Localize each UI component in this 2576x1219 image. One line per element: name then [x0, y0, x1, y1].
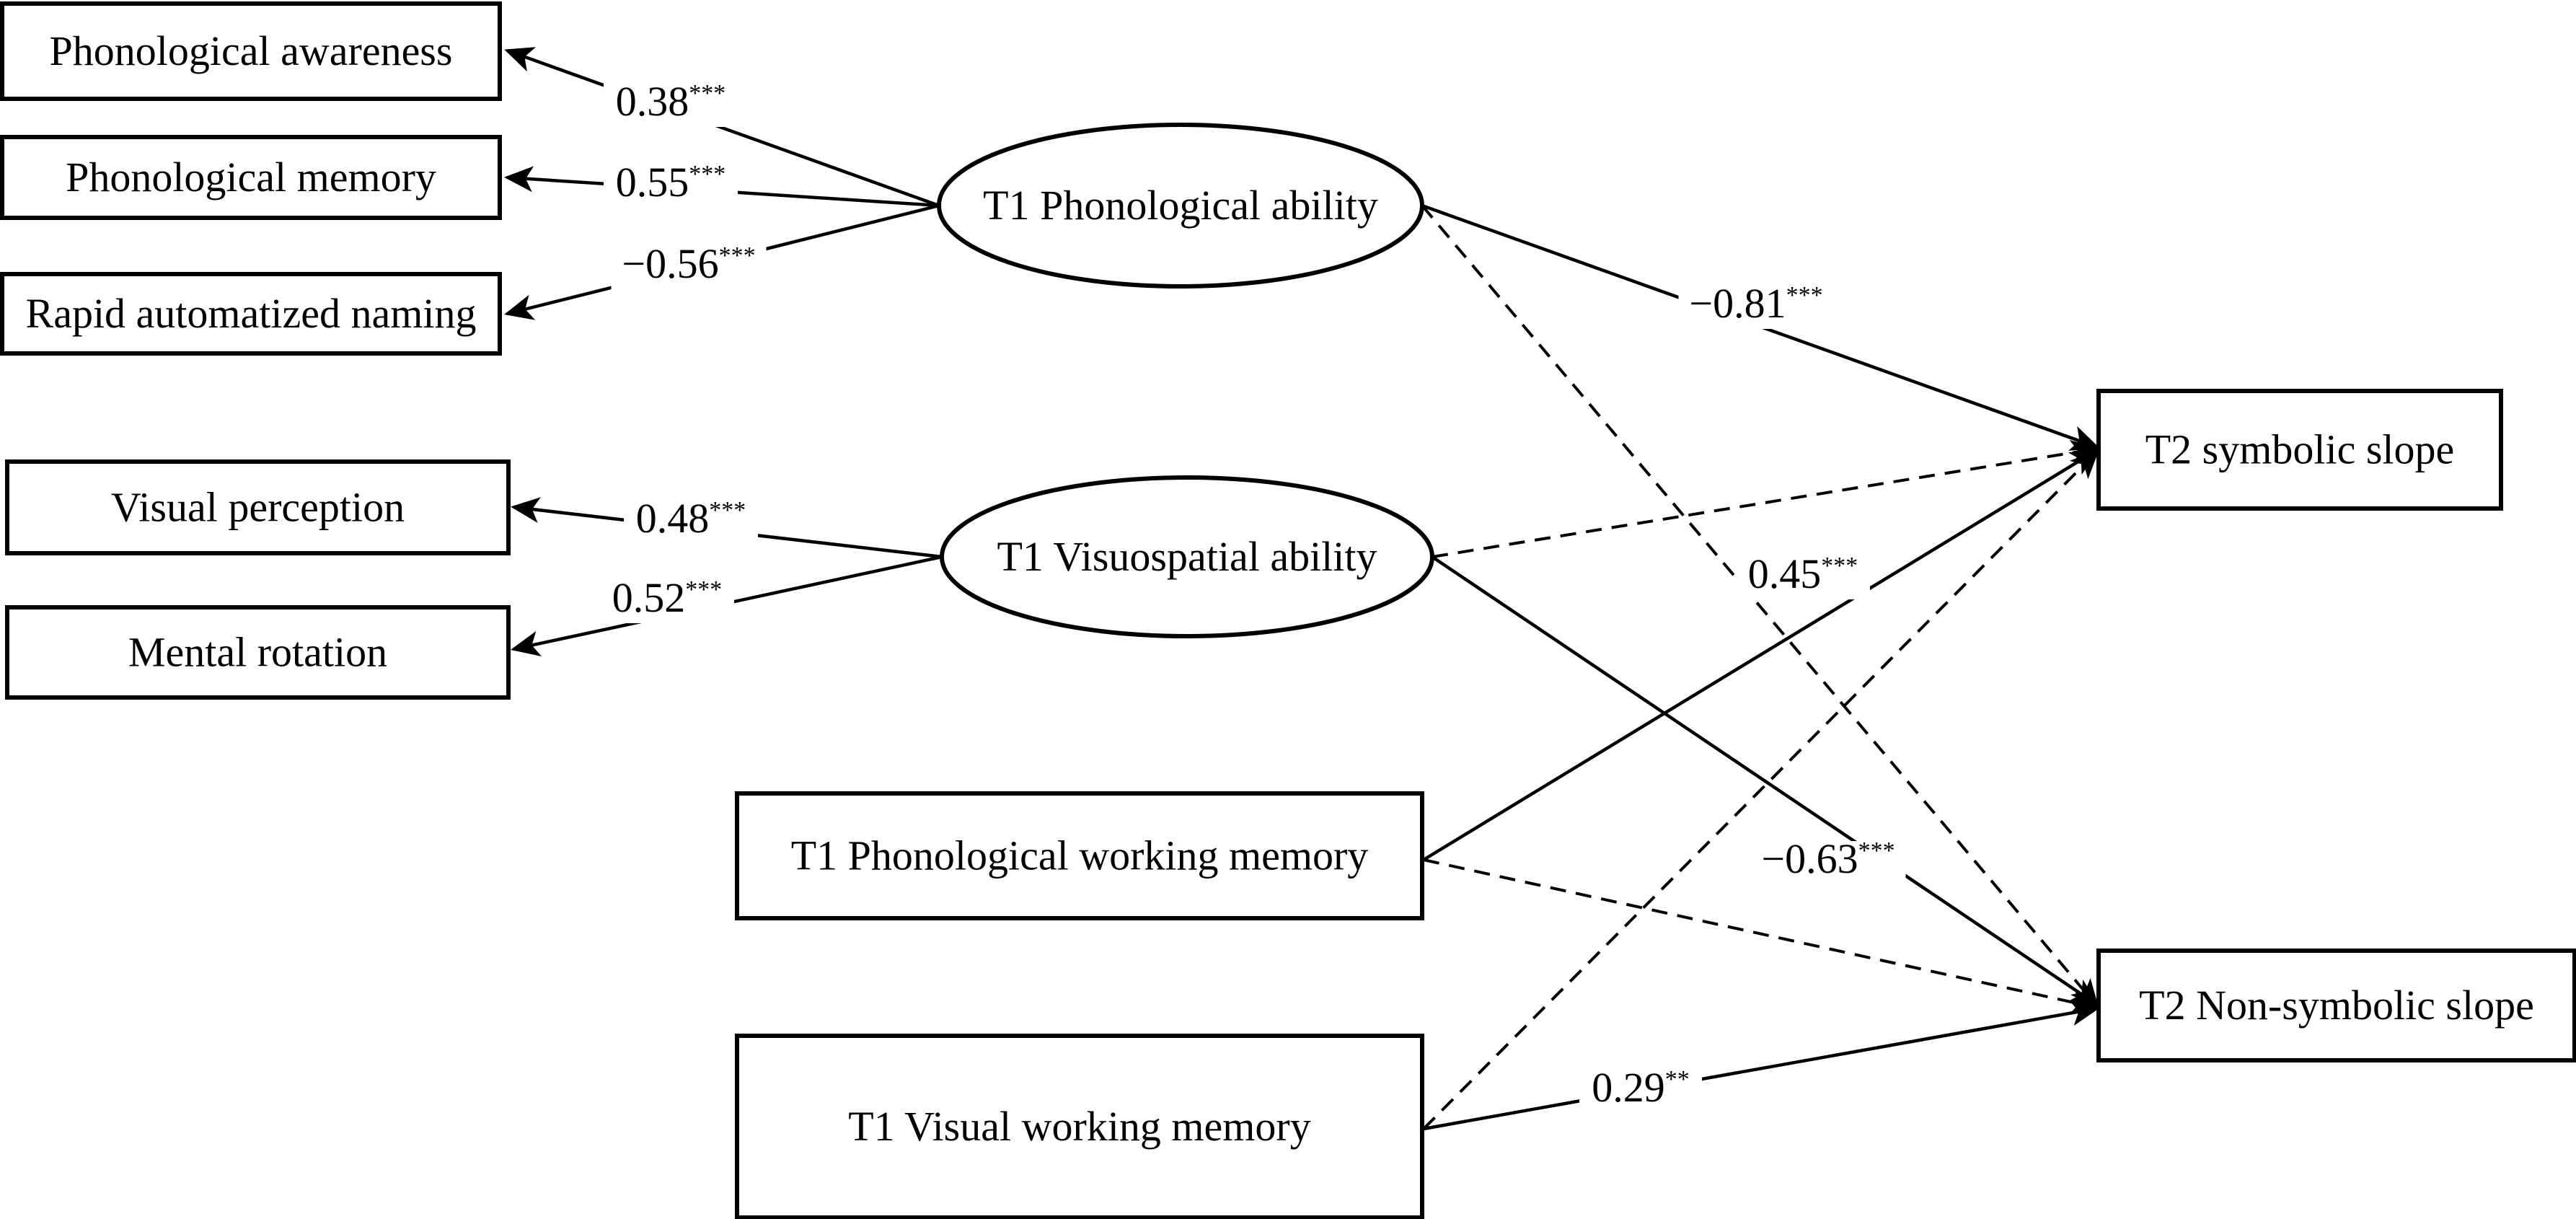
node-label: Phonological memory — [66, 154, 436, 201]
node-label: T2 Non-symbolic slope — [2139, 982, 2534, 1029]
significance-stars: *** — [689, 80, 725, 107]
path-t1_phon_ability-to-phon_awareness — [504, 47, 940, 208]
node-label: Visual perception — [111, 484, 405, 531]
path-coefficient: 0.52*** — [612, 574, 723, 621]
coefficient-label-background — [1750, 841, 1906, 884]
coefficient-value: 0.38 — [616, 78, 689, 125]
observed-variable-box — [2096, 389, 2503, 511]
node-t2-symbolic: T2 symbolic slope — [2096, 389, 2503, 511]
node-label: T1 Visual working memory — [848, 1103, 1310, 1150]
coefficient-value: −0.56 — [622, 240, 718, 287]
node-visual-perception: Visual perception — [5, 459, 511, 555]
node-label: Phonological awareness — [50, 27, 453, 74]
node-label: T1 Phonological ability — [983, 182, 1378, 229]
coefficient-label-background — [604, 84, 738, 127]
path-t1_vis_wm-to-t2_symbolic — [1422, 449, 2099, 1130]
coefficient-label-background — [1579, 1070, 1702, 1113]
coefficient-label-background — [611, 246, 767, 289]
path-t1_phon_wm-to-t2_symbolic — [1422, 448, 2100, 861]
path-coefficient: 0.48*** — [636, 495, 746, 542]
latent-variable-ellipse — [940, 475, 1434, 638]
path-t1_visuo_ability-to-t2_nonsymbolic — [1431, 555, 2100, 1007]
significance-stars: *** — [1858, 837, 1895, 864]
node-t1-visuo-ability: T1 Visuospatial ability — [940, 475, 1434, 638]
observed-variable-box — [2096, 949, 2576, 1062]
coefficient-value: −0.63 — [1761, 835, 1858, 882]
coefficient-label-background — [604, 164, 738, 208]
coefficient-label-background — [1678, 286, 1834, 329]
node-t2-nonsymbolic: T2 Non-symbolic slope — [2096, 949, 2576, 1062]
coefficient-value: 0.29 — [1592, 1064, 1665, 1111]
node-label: T1 Visuospatial ability — [997, 533, 1377, 580]
path-coefficient: 0.55*** — [616, 159, 726, 206]
path-coefficient: 0.45*** — [1748, 550, 1858, 597]
coefficient-value: 0.55 — [616, 159, 689, 206]
observed-variable-box — [0, 272, 502, 356]
observed-variable-box — [735, 791, 1424, 920]
coefficient-value: 0.52 — [612, 574, 686, 621]
significance-stars: ** — [1665, 1066, 1690, 1093]
labels-layer: 0.38***0.55***−0.56***0.48***0.52***−0.8… — [600, 78, 1906, 1113]
significance-stars: *** — [719, 242, 756, 269]
significance-stars: *** — [689, 161, 725, 188]
path-coefficient: 0.29** — [1592, 1064, 1690, 1111]
coefficient-label-background — [1736, 556, 1870, 599]
node-label: T2 symbolic slope — [2145, 426, 2455, 473]
latent-variable-ellipse — [937, 123, 1424, 289]
path-coefficient: −0.63*** — [1761, 835, 1894, 882]
coefficient-label-background — [600, 580, 734, 623]
observed-variable-box — [735, 1034, 1424, 1219]
significance-stars: *** — [709, 497, 746, 524]
path-t1_phon_ability-to-t2_nonsymbolic — [1421, 204, 2099, 1009]
path-t1_visuo_ability-to-t2_symbolic — [1432, 440, 2100, 558]
observed-variable-box — [0, 135, 502, 220]
node-label: Rapid automatized naming — [26, 290, 477, 337]
significance-stars: *** — [1821, 553, 1858, 579]
node-label: T1 Phonological working memory — [791, 832, 1369, 879]
path-coefficient: 0.38*** — [616, 78, 726, 125]
coefficient-value: −0.81 — [1689, 280, 1786, 327]
significance-stars: *** — [1786, 282, 1823, 309]
coefficient-label-background — [624, 501, 758, 544]
node-ran: Rapid automatized naming — [0, 272, 502, 356]
coefficient-value: 0.48 — [636, 495, 710, 542]
observed-variable-box — [5, 459, 511, 555]
node-t1-phon-wm: T1 Phonological working memory — [735, 791, 1424, 920]
node-t1-phon-ability: T1 Phonological ability — [937, 123, 1424, 289]
coefficient-value: 0.45 — [1748, 550, 1822, 597]
observed-variable-box — [5, 605, 511, 700]
node-label: Mental rotation — [128, 629, 387, 676]
path-t1_phon_wm-to-t2_nonsymbolic — [1423, 858, 2100, 1015]
node-mental-rotation: Mental rotation — [5, 605, 511, 700]
significance-stars: *** — [685, 576, 722, 603]
path-coefficient: −0.81*** — [1689, 280, 1822, 327]
path-t1_vis_wm-to-t2_nonsymbolic — [1423, 1000, 2100, 1131]
node-phon-memory: Phonological memory — [0, 135, 502, 220]
node-t1-vis-wm: T1 Visual working memory — [735, 1034, 1424, 1219]
observed-variable-box — [0, 1, 502, 101]
path-coefficient: −0.56*** — [622, 240, 755, 287]
node-phon-awareness: Phonological awareness — [0, 1, 502, 101]
